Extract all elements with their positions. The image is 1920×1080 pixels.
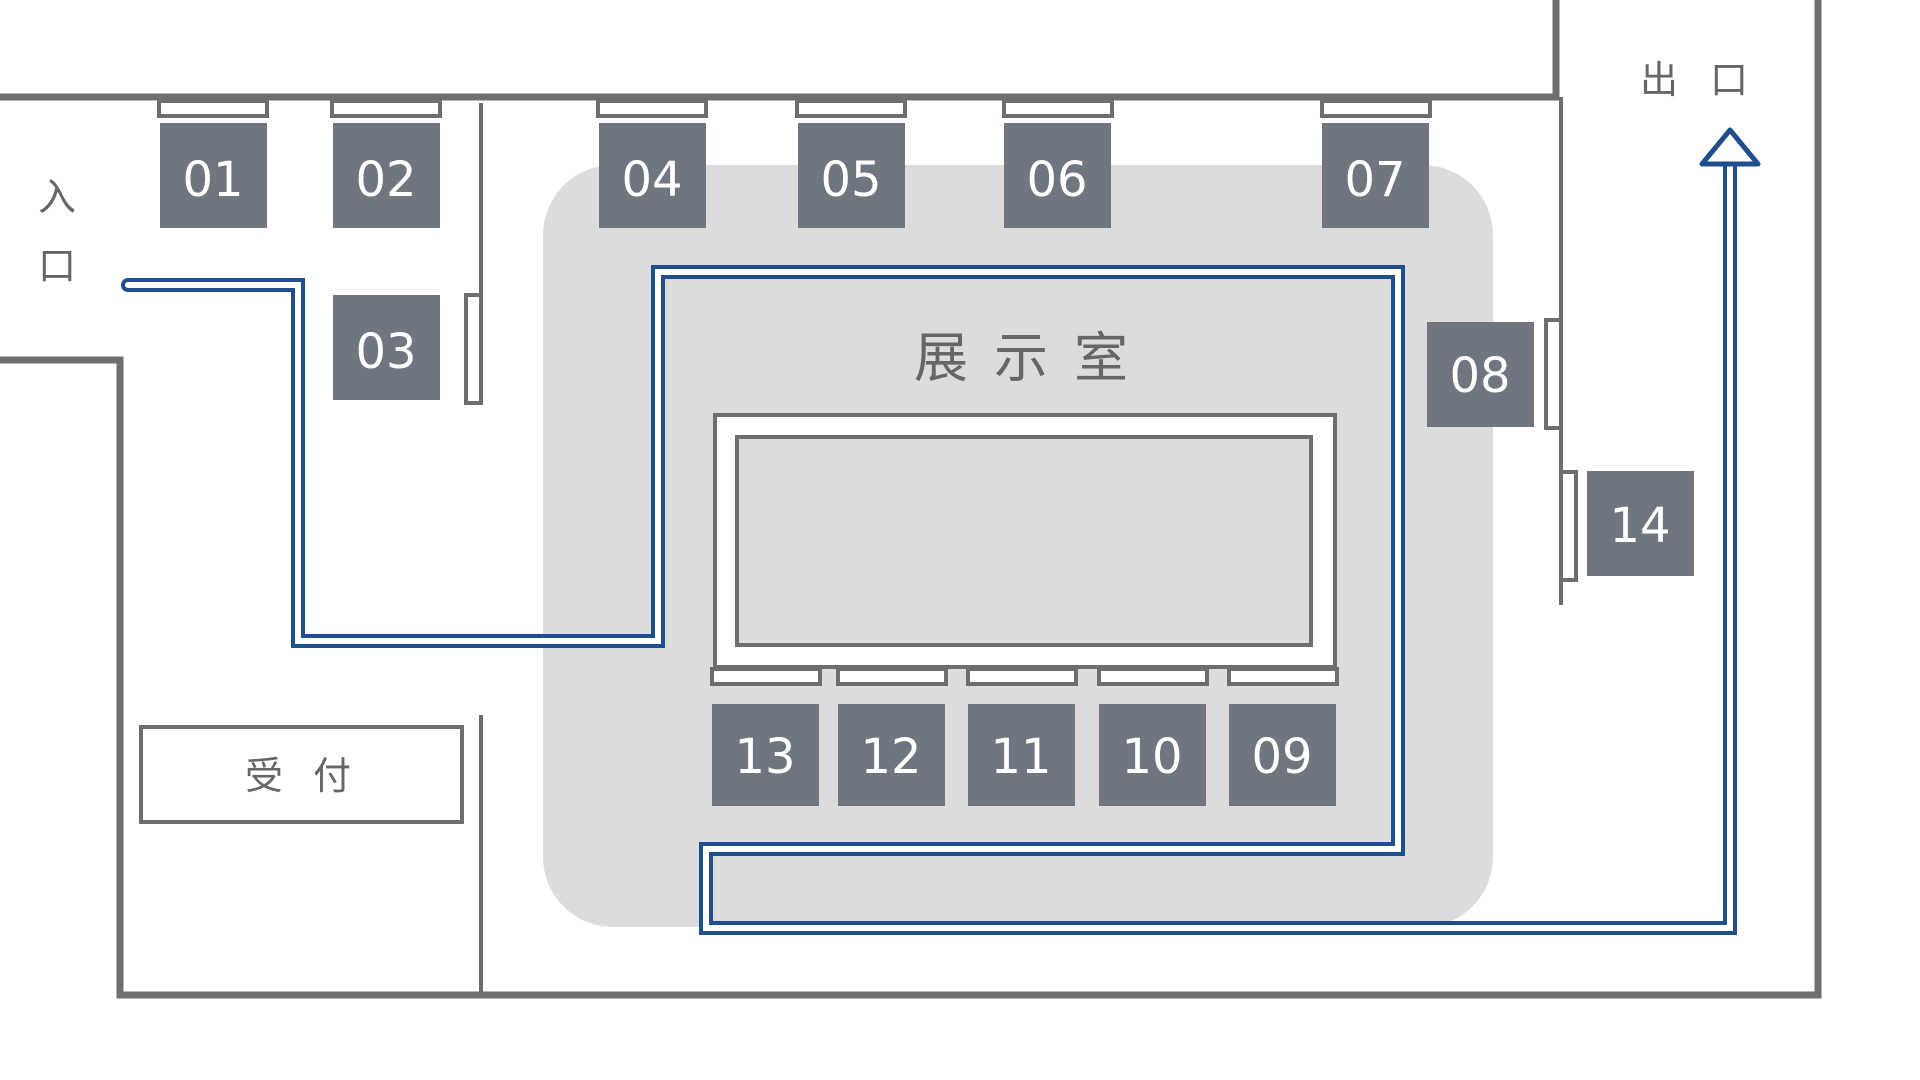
visitor-route xyxy=(121,127,1761,935)
entrance-label-2: 口 xyxy=(38,244,76,288)
svg-text:03: 03 xyxy=(355,324,416,380)
exhibit-10: 10 xyxy=(1099,704,1206,806)
svg-text:11: 11 xyxy=(990,729,1051,785)
exhibit-09: 09 xyxy=(1229,704,1336,806)
route-arrowhead-icon xyxy=(1699,127,1761,167)
exhibit-03: 03 xyxy=(333,295,440,400)
svg-text:04: 04 xyxy=(621,152,682,208)
display-case xyxy=(713,413,1337,669)
reception-label: 受付 xyxy=(245,754,381,798)
exhibit-08: 08 xyxy=(1427,322,1534,427)
svg-text:06: 06 xyxy=(1026,152,1087,208)
exit-label-2: 口 xyxy=(1710,58,1748,102)
exhibit-05: 05 xyxy=(798,123,905,228)
svg-text:13: 13 xyxy=(734,729,795,785)
svg-text:10: 10 xyxy=(1121,729,1182,785)
exhibit-11: 11 xyxy=(968,704,1075,806)
svg-text:05: 05 xyxy=(820,152,881,208)
svg-text:12: 12 xyxy=(860,729,921,785)
exhibit-06: 06 xyxy=(1004,123,1111,228)
exhibit-04: 04 xyxy=(599,123,706,228)
exhibit-01: 01 xyxy=(160,123,267,228)
exhibit-14: 14 xyxy=(1587,471,1694,576)
svg-text:07: 07 xyxy=(1344,152,1405,208)
exhibit-07: 07 xyxy=(1322,123,1429,228)
entrance-label-1: 入 xyxy=(38,175,76,219)
exit-label-1: 出 xyxy=(1640,58,1678,102)
exhibit-12: 12 xyxy=(838,704,945,806)
svg-text:02: 02 xyxy=(355,152,416,208)
reception-desk: 受付 xyxy=(139,725,464,824)
svg-text:08: 08 xyxy=(1449,348,1510,404)
wall-panels xyxy=(157,99,1578,686)
svg-text:09: 09 xyxy=(1251,729,1312,785)
svg-text:14: 14 xyxy=(1609,498,1670,554)
svg-text:01: 01 xyxy=(182,152,243,208)
exhibit-02: 02 xyxy=(333,123,440,228)
exhibition-room-label: 展示室 xyxy=(914,327,1154,390)
exhibit-13: 13 xyxy=(712,704,819,806)
